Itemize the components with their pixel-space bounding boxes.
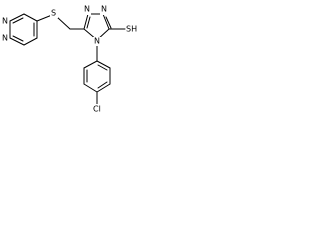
bond (36, 14, 53, 22)
double-bond (97, 64, 108, 71)
bond (83, 13, 89, 30)
double-bond (97, 81, 108, 89)
double-bond (12, 35, 24, 42)
pyrimidine-n1-label: N (2, 17, 8, 26)
bond (96, 83, 111, 93)
bond (56, 16, 71, 30)
bond (83, 60, 98, 69)
chemical-structure: N N S N N N SH Cl (2, 5, 137, 114)
chlorine-label: Cl (93, 105, 101, 114)
triazole-n1-label: N (84, 5, 90, 14)
double-bond (86, 16, 91, 29)
chlorophenyl-ring (83, 60, 111, 93)
thiol-label: SH (126, 25, 137, 34)
bond (96, 60, 111, 69)
bond (9, 13, 25, 22)
bond (83, 83, 98, 93)
pyrimidine-ring (9, 13, 38, 46)
double-bond (12, 17, 24, 24)
double-bond (105, 16, 112, 29)
pyrimidine-n3-label: N (2, 34, 8, 43)
bond (102, 13, 110, 30)
bond (23, 13, 38, 22)
bond (9, 37, 25, 46)
triazole-n4-label: N (94, 37, 100, 46)
thioether-s-label: S (51, 9, 56, 18)
triazole-n2-label: N (101, 5, 107, 14)
bond (23, 37, 38, 46)
